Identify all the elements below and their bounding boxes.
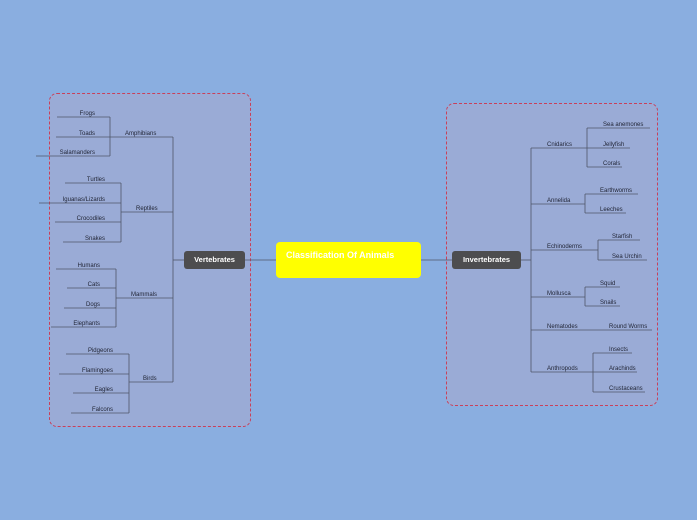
- leaf-earthworms[interactable]: Earthworms: [600, 188, 633, 194]
- subtopic-birds[interactable]: Birds: [143, 376, 157, 382]
- leaf-turtles[interactable]: Turtles: [86, 177, 105, 183]
- main-topic-vertebrates[interactable]: Vertebrates: [184, 251, 245, 269]
- leaf-eagles[interactable]: Eagles: [94, 387, 113, 393]
- leaf-round-worms[interactable]: Round Worms: [609, 324, 648, 330]
- leaf-salamanders[interactable]: Salamanders: [59, 150, 95, 156]
- leaf-falcons[interactable]: Falcons: [91, 407, 113, 413]
- leaf-squid[interactable]: Squid: [600, 281, 616, 287]
- leaf-jellyfish[interactable]: Jellyfish: [603, 142, 625, 148]
- leaf-leeches[interactable]: Leeches: [600, 207, 623, 213]
- leaf-iguanas-lizards[interactable]: Iguanas/Lizards: [62, 197, 105, 203]
- subtopic-cnidarics[interactable]: Cnidarics: [547, 142, 573, 148]
- leaf-frogs[interactable]: Frogs: [79, 111, 95, 117]
- subtopic-reptiles[interactable]: Reptiles: [136, 206, 158, 212]
- leaf-elephants[interactable]: Elephants: [73, 321, 100, 327]
- subtopic-annelida[interactable]: Annelida: [547, 198, 571, 204]
- leaf-cats[interactable]: Cats: [87, 282, 100, 288]
- leaf-starfish[interactable]: Starfish: [612, 234, 633, 240]
- leaf-humans[interactable]: Humans: [77, 263, 100, 269]
- leaf-flamingoes[interactable]: Flamingoes: [81, 368, 113, 374]
- subtopic-anthropods[interactable]: Anthropods: [547, 366, 578, 372]
- leaf-corals[interactable]: Corals: [603, 161, 621, 167]
- leaf-crustaceans[interactable]: Crustaceans: [609, 386, 643, 392]
- leaf-crocodiles[interactable]: Crocodiles: [76, 216, 105, 222]
- central-topic[interactable]: Classification Of Animals: [276, 242, 421, 278]
- leaf-toads[interactable]: Toads: [78, 131, 95, 137]
- subtopic-mammals[interactable]: Mammals: [131, 292, 158, 298]
- main-topic-invertebrates[interactable]: Invertebrates: [452, 251, 521, 269]
- subtopic-nematodes[interactable]: Nematodes: [547, 324, 578, 330]
- subtopic-echinoderms[interactable]: Echinoderms: [547, 244, 583, 250]
- leaf-snails[interactable]: Snails: [600, 300, 617, 306]
- leaf-dogs[interactable]: Dogs: [85, 302, 100, 308]
- leaf-sea-anemones[interactable]: Sea anemones: [603, 122, 644, 128]
- leaf-pidgeons[interactable]: Pidgeons: [87, 348, 113, 354]
- subtopic-amphibians[interactable]: Amphibians: [125, 131, 157, 137]
- leaf-arachinds[interactable]: Arachinds: [609, 366, 636, 372]
- leaf-insects[interactable]: Insects: [609, 347, 629, 353]
- leaf-sea-urchin[interactable]: Sea Urchin: [612, 254, 642, 260]
- subtopic-mollusca[interactable]: Mollusca: [547, 291, 571, 297]
- leaf-snakes[interactable]: Snakes: [84, 236, 105, 242]
